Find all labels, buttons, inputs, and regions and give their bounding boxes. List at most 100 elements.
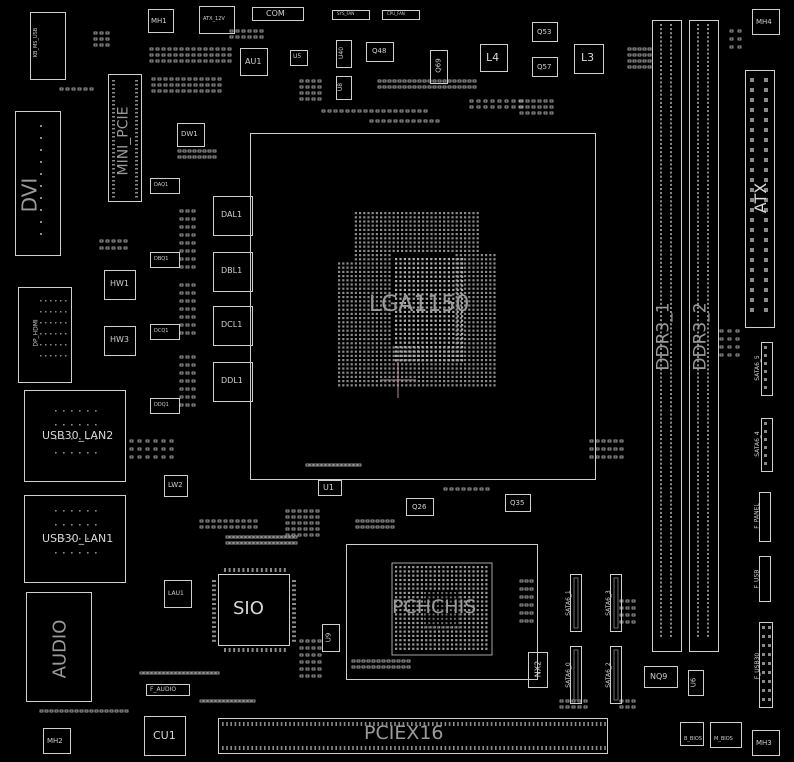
chip-nx2: [528, 652, 548, 688]
cpu-fan-header: [382, 10, 420, 20]
label-ddl1: DDL1: [221, 376, 243, 385]
label-dcl1: DCL1: [221, 320, 243, 329]
inductor-dcl1: [213, 306, 253, 346]
label-sys-fan: SYS_FAN: [337, 11, 355, 16]
label-f-audio: F_AUDIO: [150, 686, 177, 693]
label-dbq1: DBQ1: [154, 256, 169, 262]
inductor-dal1: [213, 196, 253, 236]
pciex16-slot: [218, 718, 608, 754]
mounting-hole-mh4: [752, 9, 780, 35]
mosfet-q53: [532, 22, 558, 42]
label-u6: U6: [689, 677, 698, 688]
label-cu1: CU1: [153, 729, 176, 742]
label-hw1: HW1: [110, 279, 130, 288]
mini-pcie-slot: [108, 74, 142, 202]
chip-u5: [290, 50, 308, 66]
label-f-usb: F_USB: [753, 569, 761, 589]
label-l3: L3: [581, 51, 595, 64]
chip-u9: [322, 624, 340, 652]
chip-au1: [240, 48, 268, 76]
label-q48: Q48: [372, 47, 387, 55]
label-l4: L4: [486, 51, 500, 64]
chip-u8: [336, 76, 352, 100]
label-mini-pcie: MINI_PCIE: [115, 106, 132, 176]
atx12v-connector: [199, 6, 235, 34]
dvi-port: [15, 111, 61, 256]
label-au1: AU1: [245, 57, 262, 66]
label-u1: U1: [323, 483, 334, 492]
mosfet-q35: [505, 494, 531, 512]
mosfet-q26: [406, 498, 434, 516]
label-mh3: MH3: [756, 739, 772, 747]
label-q35: Q35: [510, 499, 525, 507]
chip-u6: [688, 670, 704, 696]
backup-bios-chip: [680, 722, 704, 746]
inductor-l4: [480, 44, 508, 72]
chip-u1: [318, 480, 342, 496]
label-com: COM: [266, 9, 285, 18]
mounting-hole-mh2: [43, 728, 71, 754]
front-usb-header: [759, 556, 771, 602]
label-u8: U8: [337, 82, 345, 92]
label-sata6-4: SATA6_4: [753, 431, 761, 457]
label-sata6-5: SATA6_5: [753, 355, 761, 381]
label-sata6-1: SATA6_1: [564, 590, 572, 616]
label-ddr3-2: DDR3_2: [690, 302, 711, 371]
label-f-usb30: F_USB30: [754, 652, 762, 680]
label-dcq1: DCQ1: [154, 328, 169, 334]
label-atx12v: ATX_12V: [203, 16, 225, 22]
label-ddq1: DDQ1: [154, 402, 169, 408]
sata6-2-connector: [610, 646, 622, 704]
hdmi-dp-port: [18, 287, 72, 383]
pch-chipset: [346, 544, 538, 680]
label-atx: ATX: [751, 182, 771, 214]
label-u40: U40: [338, 46, 346, 60]
chip-nq9: [644, 666, 678, 688]
cpu-socket: [250, 133, 596, 480]
label-pciex16: PCIEX16: [364, 722, 444, 744]
label-u9: U9: [324, 632, 333, 643]
label-mh4: MH4: [756, 18, 772, 26]
label-q53: Q53: [537, 28, 552, 36]
label-sata6-0: SATA6_0: [564, 662, 572, 688]
label-f-panel: F_PANEL: [753, 503, 761, 529]
sata6-3-connector: [610, 574, 622, 632]
sys-fan-header: [332, 10, 370, 20]
label-sata6-3: SATA6_3: [604, 590, 612, 616]
chip-lau1: [164, 580, 192, 608]
label-m-bios: M_BIOS: [714, 736, 733, 742]
label-usb30-lan2: USB30_LAN2: [42, 429, 114, 442]
label-lw2: LW2: [168, 481, 183, 489]
sio-chip: [218, 574, 290, 646]
mosfet-ddq1: [150, 398, 180, 414]
ddr3-slot-2: [689, 20, 719, 652]
label-hw3: HW3: [110, 335, 130, 344]
sata6-5-connector: [761, 342, 773, 396]
usb-ps2-port: [30, 12, 66, 80]
mounting-hole-mh3: [752, 730, 780, 756]
chip-lw2: [164, 475, 188, 497]
inductor-dbl1: [213, 252, 253, 292]
label-nq9: NQ9: [650, 672, 668, 681]
atx-power-connector: [745, 70, 775, 328]
sata6-0-connector: [570, 646, 582, 704]
usb30-lan2-port: [24, 390, 126, 482]
usb30-lan1-port: [24, 495, 126, 583]
label-lau1: LAU1: [168, 590, 184, 597]
label-dvi: DVI: [17, 177, 42, 213]
inductor-ddl1: [213, 362, 253, 402]
main-bios-chip: [710, 722, 742, 748]
label-lga1150: LGA1150: [369, 292, 470, 317]
front-panel-header: [759, 492, 771, 542]
label-dw1: DW1: [181, 130, 198, 138]
label-usb-ps2: KB_MS_USB: [33, 27, 40, 58]
chip-dw1: [177, 123, 205, 147]
chip-cu1: [144, 716, 186, 756]
mosfet-q69: [430, 50, 448, 84]
label-ddr3-1: DDR3_1: [653, 302, 674, 371]
audio-jack: [26, 592, 92, 702]
mounting-hole-mh1: [148, 9, 174, 33]
label-cpu-fan: CPU_FAN: [387, 11, 405, 16]
label-q26: Q26: [412, 503, 427, 511]
label-audio: AUDIO: [49, 619, 71, 679]
